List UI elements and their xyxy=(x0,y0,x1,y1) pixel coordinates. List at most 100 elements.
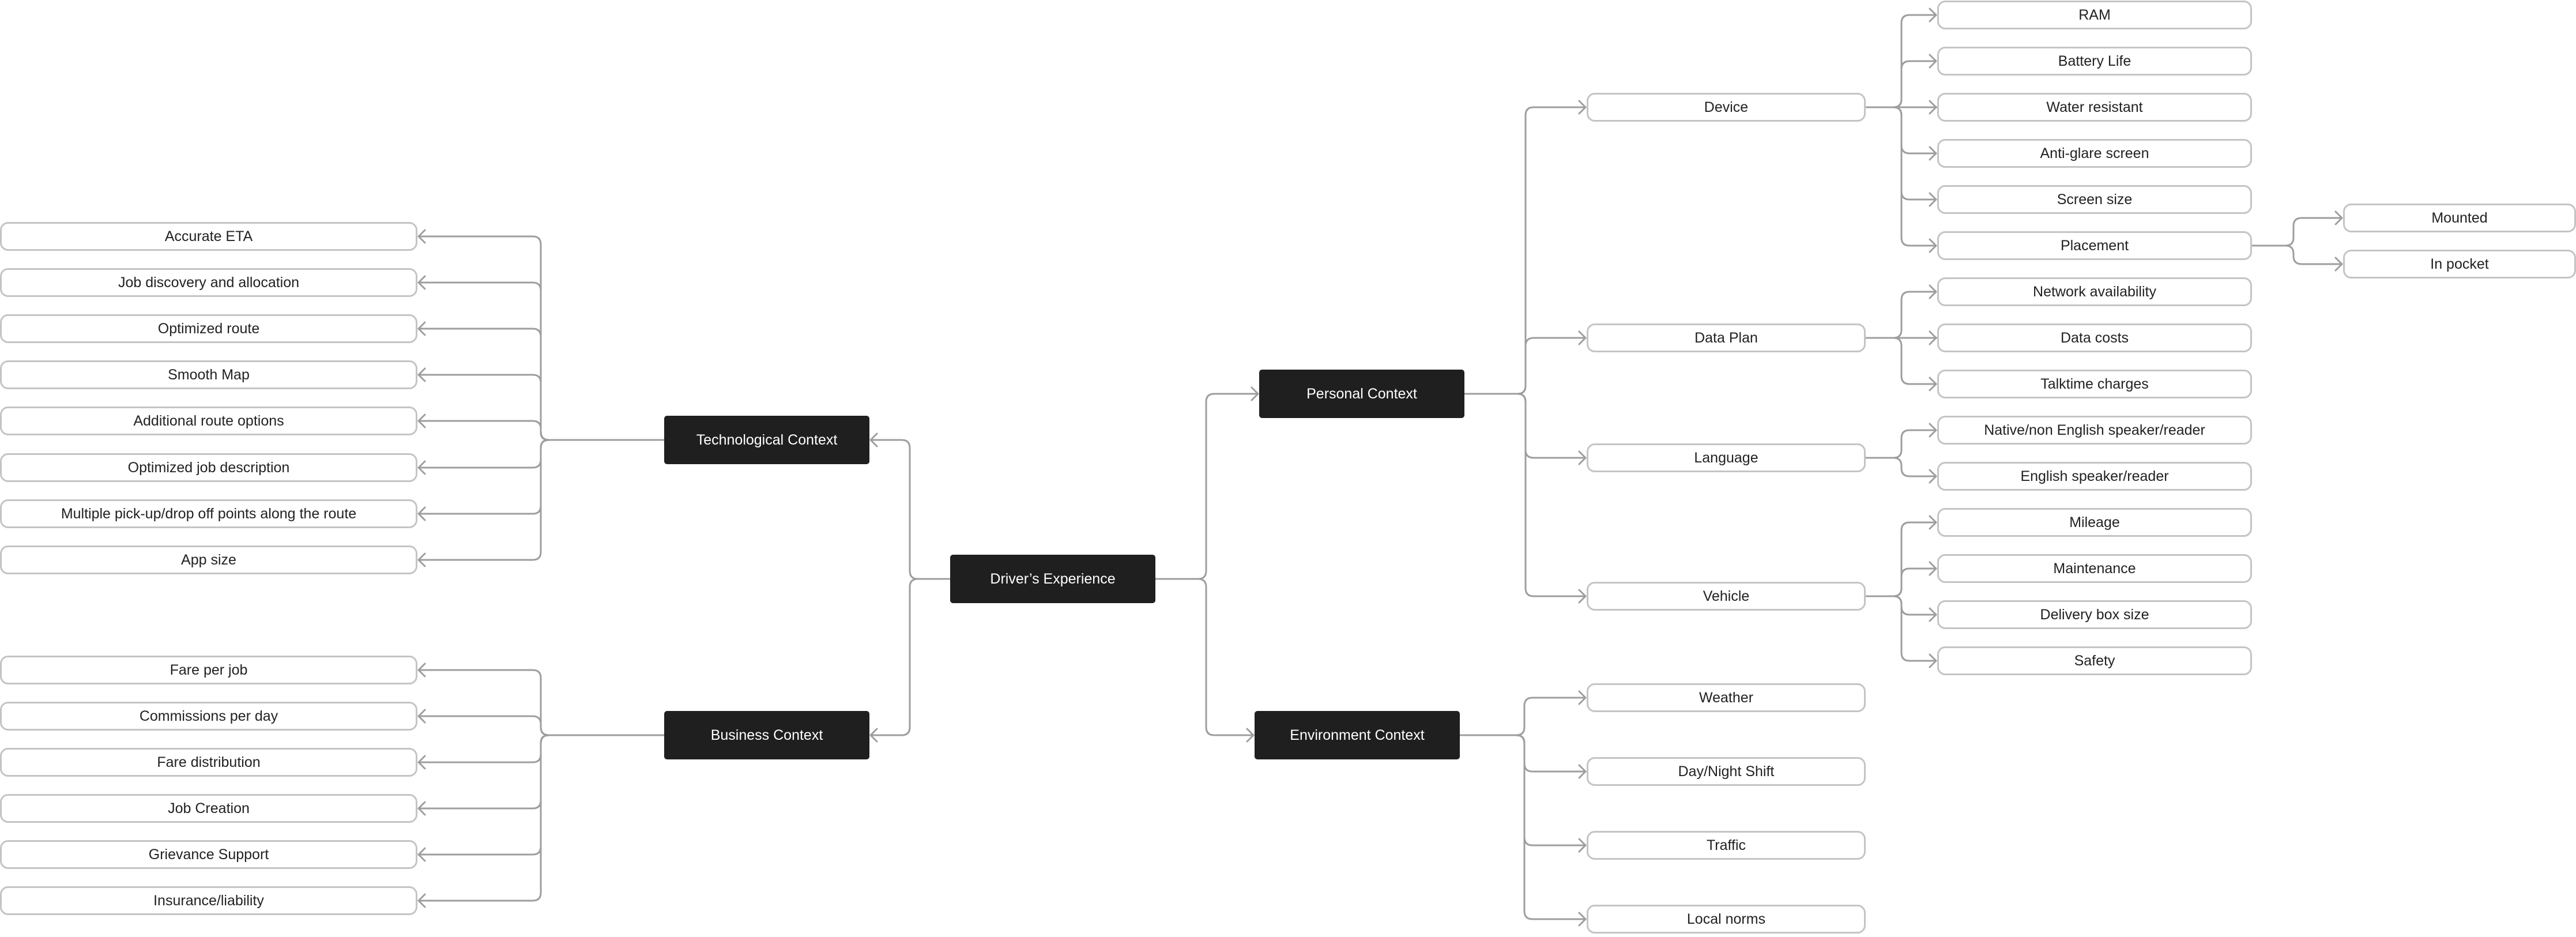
arrowhead xyxy=(1929,653,1937,668)
leaf-local-norms: Local norms xyxy=(1587,905,1866,934)
leaf-accurate-eta: Accurate ETA xyxy=(0,222,417,251)
leaf-traffic: Traffic xyxy=(1587,831,1866,860)
arrowhead xyxy=(1929,377,1937,392)
connector-personal-to-vehicle xyxy=(1463,393,1587,597)
leaf-anti-glare-screen: Anti-glare screen xyxy=(1937,139,2252,168)
connector-dataplan-to-dataplan_0 xyxy=(1865,291,1937,339)
connector-root-to-tech xyxy=(869,439,951,580)
arrowhead xyxy=(1251,386,1259,401)
connector-dataplan-to-dataplan_2 xyxy=(1865,337,1937,385)
leaf-in-pocket: In pocket xyxy=(2343,250,2576,279)
arrowhead xyxy=(1578,100,1587,115)
leaf-safety: Safety xyxy=(1937,646,2252,675)
node-personal-context: Personal Context xyxy=(1259,370,1464,418)
connector-placement-to-placement_0 xyxy=(2251,217,2343,247)
arrowhead xyxy=(1929,192,1937,207)
arrowhead xyxy=(1578,690,1587,705)
arrowhead xyxy=(1929,146,1937,161)
connector-environment-to-environment_2 xyxy=(1459,734,1587,846)
arrowhead xyxy=(417,663,426,678)
leaf-maintenance: Maintenance xyxy=(1937,554,2252,583)
arrowhead xyxy=(1929,330,1937,345)
leaf-water-resistant: Water resistant xyxy=(1937,93,2252,122)
connector-vehicle-to-vehicle_3 xyxy=(1865,595,1937,662)
connector-device-to-placement xyxy=(1865,106,1937,247)
arrowhead xyxy=(417,275,426,290)
arrowhead xyxy=(1578,764,1587,779)
leaf-optimized-job-description: Optimized job description xyxy=(0,453,417,482)
arrowhead xyxy=(417,801,426,816)
leaf-mileage: Mileage xyxy=(1937,508,2252,537)
connector-device-to-device_1 xyxy=(1865,60,1937,108)
leaf-optimized-route: Optimized route xyxy=(0,314,417,343)
arrowhead xyxy=(1929,469,1937,484)
arrowhead xyxy=(869,432,878,447)
leaf-battery-life: Battery Life xyxy=(1937,47,2252,76)
arrowhead xyxy=(2334,210,2343,225)
connector-language-to-language_0 xyxy=(1865,429,1937,459)
arrowhead xyxy=(1929,100,1937,115)
node-data-plan: Data Plan xyxy=(1587,323,1866,352)
arrowhead xyxy=(1578,838,1587,853)
node-placement: Placement xyxy=(1937,231,2252,260)
arrowhead xyxy=(417,552,426,567)
arrowhead xyxy=(1929,284,1937,299)
connector-root-to-business xyxy=(869,578,951,736)
leaf-screen-size: Screen size xyxy=(1937,185,2252,214)
arrowhead xyxy=(869,728,878,743)
arrowhead xyxy=(1929,54,1937,69)
node-business-context: Business Context xyxy=(664,711,869,759)
leaf-fare-distribution: Fare distribution xyxy=(0,748,417,777)
arrowhead xyxy=(1578,330,1587,345)
connector-environment-to-environment_0 xyxy=(1459,697,1587,736)
leaf-job-creation: Job Creation xyxy=(0,794,417,823)
leaf-delivery-box-size: Delivery box size xyxy=(1937,600,2252,629)
leaf-weather: Weather xyxy=(1587,683,1866,712)
arrowhead xyxy=(1929,238,1937,253)
leaf-talktime-charges: Talktime charges xyxy=(1937,370,2252,398)
leaf-smooth-map: Smooth Map xyxy=(0,360,417,389)
connector-root-to-personal xyxy=(1154,393,1259,580)
node-technological-context: Technological Context xyxy=(664,416,869,464)
arrowhead xyxy=(1578,912,1587,927)
arrowhead xyxy=(417,755,426,770)
leaf-grievance-support: Grievance Support xyxy=(0,840,417,869)
node-drivers-experience: Driver’s Experience xyxy=(950,555,1155,603)
leaf-additional-route-options: Additional route options xyxy=(0,407,417,435)
leaf-fare-per-job: Fare per job xyxy=(0,656,417,684)
leaf-insurance-liability: Insurance/liability xyxy=(0,886,417,915)
arrowhead xyxy=(417,460,426,475)
arrowhead xyxy=(1246,728,1255,743)
arrowhead xyxy=(417,229,426,244)
connector-business-to-business_5 xyxy=(417,734,665,902)
arrowhead xyxy=(1929,561,1937,576)
leaf-english-speaker-reader: English speaker/reader xyxy=(1937,462,2252,491)
connector-language-to-language_1 xyxy=(1865,457,1937,477)
connector-placement-to-placement_1 xyxy=(2251,244,2343,265)
arrowhead xyxy=(417,709,426,724)
arrowhead xyxy=(1929,607,1937,622)
leaf-app-size: App size xyxy=(0,545,417,574)
connector-root-to-environment xyxy=(1154,578,1255,736)
node-environment-context: Environment Context xyxy=(1255,711,1460,759)
connector-environment-to-environment_3 xyxy=(1459,734,1587,920)
node-language: Language xyxy=(1587,443,1866,472)
arrowhead xyxy=(1578,450,1587,465)
arrowhead xyxy=(417,367,426,382)
arrowhead xyxy=(417,321,426,336)
arrowhead xyxy=(417,506,426,521)
arrowhead xyxy=(1929,7,1937,22)
leaf-ram: RAM xyxy=(1937,1,2252,29)
arrowhead xyxy=(2334,257,2343,272)
arrowhead xyxy=(417,413,426,428)
leaf-multiple-pick-up-drop-off-points-along-the-route: Multiple pick-up/drop off points along t… xyxy=(0,499,417,528)
leaf-mounted: Mounted xyxy=(2343,204,2576,232)
connector-environment-to-environment_1 xyxy=(1459,734,1587,773)
leaf-commissions-per-day: Commissions per day xyxy=(0,702,417,731)
leaf-data-costs: Data costs xyxy=(1937,323,2252,352)
arrowhead xyxy=(417,847,426,862)
arrowhead xyxy=(417,893,426,908)
connector-personal-to-dataplan xyxy=(1463,337,1587,395)
